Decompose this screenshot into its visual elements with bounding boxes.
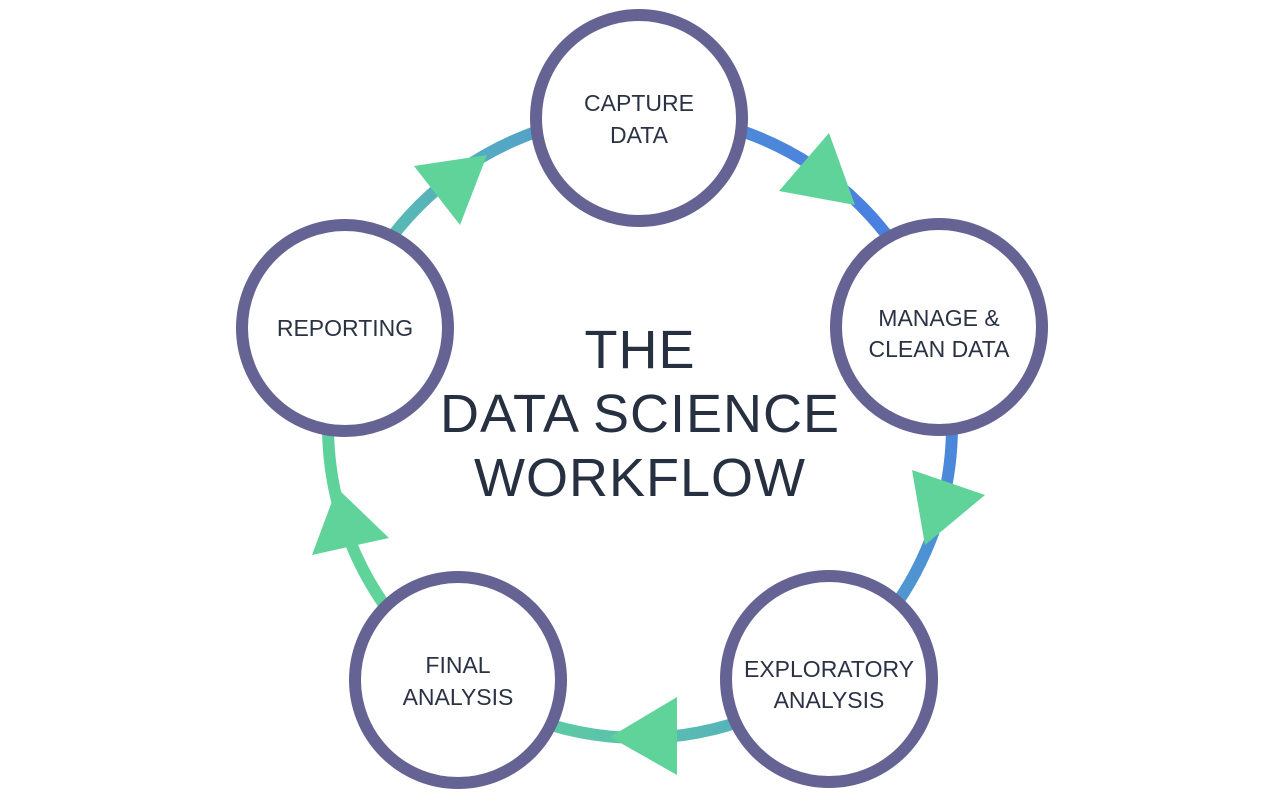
node-exploratory-analysis: [720, 570, 938, 788]
arrow-capture-to-manage: [779, 133, 855, 205]
node-label: ANALYSIS: [403, 684, 514, 710]
arrow-final-to-reporting: [312, 488, 389, 555]
node-label: REPORTING: [277, 315, 413, 341]
diagram-title-line: THE: [585, 320, 696, 380]
node-label: FINAL: [425, 652, 490, 678]
node-reporting: [236, 219, 454, 437]
node-label: DATA: [610, 122, 669, 148]
node-label: CAPTURE: [584, 90, 694, 116]
node-label: ANALYSIS: [774, 687, 885, 713]
diagram-title-line: WORKFLOW: [474, 448, 806, 508]
node-label: MANAGE &: [878, 305, 999, 331]
arrow-reporting-to-capture: [414, 155, 487, 225]
node-label: CLEAN DATA: [868, 336, 1010, 362]
node-final-analysis: [349, 571, 567, 789]
arrow-manage-to-exploratory: [912, 470, 985, 545]
diagram-title-line: DATA SCIENCE: [440, 384, 840, 444]
node-capture-data: [530, 9, 748, 227]
node-label: EXPLORATORY: [744, 656, 914, 682]
arrow-exploratory-to-final: [610, 697, 677, 775]
node-manage-clean-data: [830, 218, 1048, 436]
